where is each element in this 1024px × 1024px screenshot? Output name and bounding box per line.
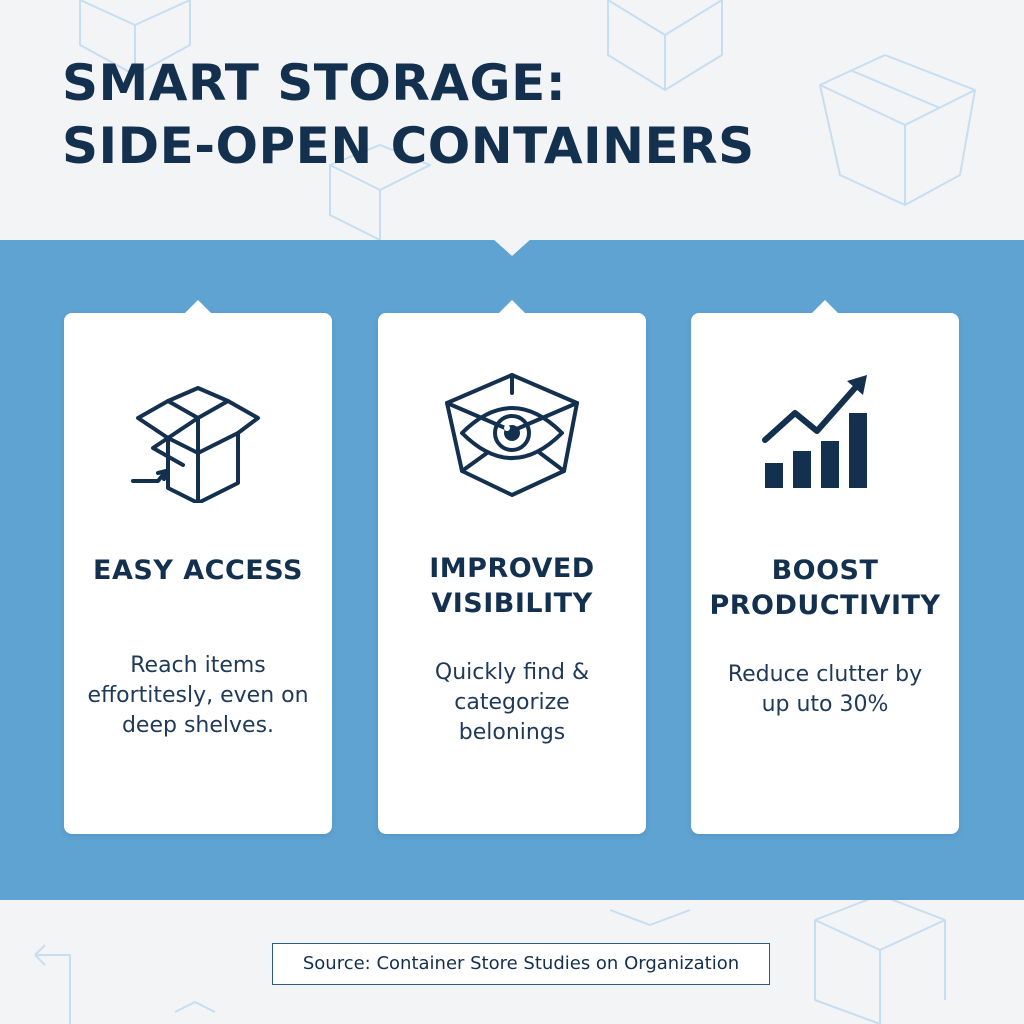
card-heading: EASY ACCESS [93,555,303,586]
page-title: SMART STORAGE: SIDE-OPEN CONTAINERS [62,52,755,178]
card-text-line: Reduce clutter by [727,662,923,687]
card-description: Reduce clutter by up uto 30% [707,660,943,720]
card-description: Reach items effortitesly, even on deep s… [80,651,316,741]
open-box-arrow-icon [131,386,260,503]
box-eye-icon [445,373,579,497]
card-heading-line: VISIBILITY [431,588,593,619]
growth-chart-icon [762,375,867,488]
card-text-line: Quickly find & [434,660,590,685]
card-description: Quickly find & categorize belonings [394,658,630,748]
card-heading: BOOST PRODUCTIVITY [701,553,949,623]
card-easy-access: EASY ACCESS Reach items effortitesly, ev… [64,300,332,834]
title-line-2: SIDE-OPEN CONTAINERS [62,117,755,175]
card-text-line: Reach items [130,653,266,678]
card-text-line: deep shelves. [121,713,275,738]
source-citation: Source: Container Store Studies on Organ… [272,943,770,985]
card-boost-productivity: BOOST PRODUCTIVITY Reduce clutter by up … [691,300,959,834]
card-heading: IMPROVED VISIBILITY [388,551,636,621]
card-heading-line: BOOST [771,555,879,586]
band-notch [492,238,532,256]
card-heading-line: PRODUCTIVITY [709,590,941,621]
title-line-1: SMART STORAGE: [62,54,567,112]
card-improved-visibility: IMPROVED VISIBILITY Quickly find & categ… [378,300,646,834]
card-text-line: belonings [458,720,566,745]
card-text-line: categorize [454,690,570,715]
card-text-line: effortitesly, even on [87,683,309,708]
card-heading-line: IMPROVED [429,553,595,584]
card-text-line: up uto 30% [761,692,889,717]
